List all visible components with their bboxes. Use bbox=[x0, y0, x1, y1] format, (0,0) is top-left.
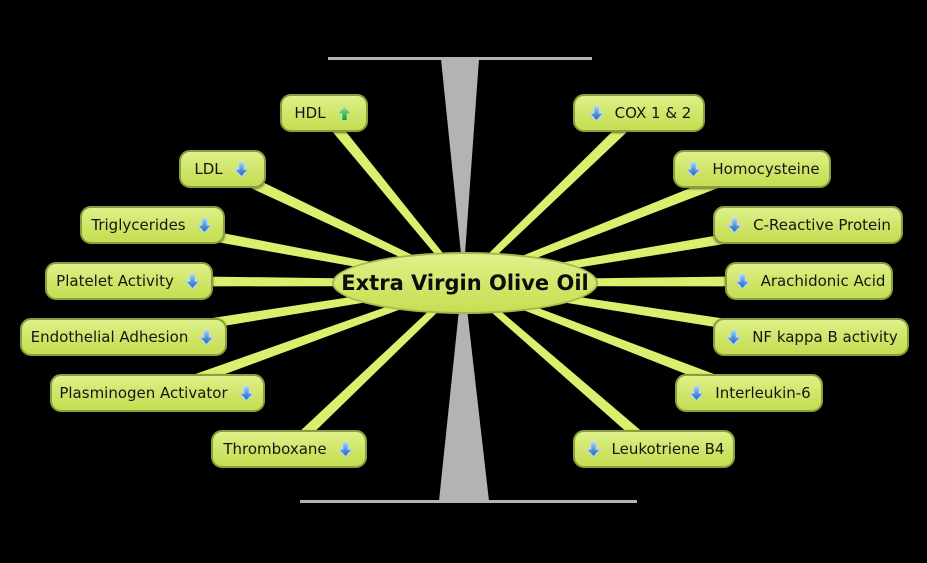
connector-ray bbox=[461, 280, 751, 399]
node-cox-1-2[interactable]: COX 1 & 2 bbox=[573, 94, 705, 132]
node-triglycerides[interactable]: Triglycerides bbox=[80, 206, 225, 244]
node-label: Thromboxane bbox=[223, 439, 327, 458]
node-leukotriene-b4[interactable]: Leukotriene B4 bbox=[573, 430, 735, 468]
node-label: Interleukin-6 bbox=[715, 383, 811, 402]
node-platelet-activity[interactable]: Platelet Activity bbox=[45, 262, 213, 300]
decrease-arrow-icon bbox=[725, 329, 742, 345]
node-homocysteine[interactable]: Homocysteine bbox=[673, 150, 831, 188]
node-plasminogen-activator[interactable]: Plasminogen Activator bbox=[50, 374, 265, 412]
connector-ray bbox=[319, 109, 466, 285]
decrease-arrow-icon bbox=[688, 385, 705, 401]
node-label: C-Reactive Protein bbox=[753, 215, 891, 234]
decrease-arrow-icon bbox=[584, 441, 602, 457]
node-label: Plasminogen Activator bbox=[59, 383, 228, 402]
node-interleukin-6[interactable]: Interleukin-6 bbox=[675, 374, 823, 412]
node-label: NF kappa B activity bbox=[752, 327, 898, 346]
node-label: Triglycerides bbox=[91, 215, 186, 234]
connector-ray bbox=[461, 280, 658, 454]
node-label: Leukotriene B4 bbox=[611, 439, 725, 458]
connector-ray bbox=[285, 280, 466, 453]
node-arachidonic-acid[interactable]: Arachidonic Acid bbox=[725, 262, 893, 300]
decrease-arrow-icon bbox=[734, 273, 751, 289]
decrease-arrow-icon bbox=[726, 217, 743, 233]
decrease-arrow-icon bbox=[685, 161, 702, 177]
connector-ray bbox=[461, 163, 754, 286]
node-thromboxane[interactable]: Thromboxane bbox=[211, 430, 367, 468]
node-c-reactive-protein[interactable]: C-Reactive Protein bbox=[713, 206, 903, 244]
decrease-arrow-icon bbox=[238, 385, 255, 401]
decrease-arrow-icon bbox=[198, 329, 215, 345]
node-label: Homocysteine bbox=[712, 159, 820, 178]
node-hdl[interactable]: HDL bbox=[280, 94, 368, 132]
decrease-arrow-icon bbox=[196, 217, 213, 233]
node-endothelial-adhesion[interactable]: Endothelial Adhesion bbox=[20, 318, 227, 356]
increase-arrow-icon bbox=[336, 105, 353, 121]
node-label: HDL bbox=[294, 103, 326, 122]
node-ldl[interactable]: LDL bbox=[179, 150, 266, 188]
decrease-arrow-icon bbox=[184, 273, 201, 289]
decrease-arrow-icon bbox=[337, 441, 354, 457]
hourglass-shape bbox=[300, 57, 637, 503]
node-label: Arachidonic Acid bbox=[760, 271, 886, 290]
node-label: Platelet Activity bbox=[56, 271, 174, 290]
connector-ray bbox=[460, 109, 643, 286]
center-node[interactable]: Extra Virgin Olive Oil bbox=[332, 252, 598, 314]
connector-ray bbox=[156, 280, 464, 399]
node-label: LDL bbox=[194, 159, 223, 178]
node-label: Endothelial Adhesion bbox=[30, 327, 189, 346]
decrease-arrow-icon bbox=[588, 105, 605, 121]
center-node-label: Extra Virgin Olive Oil bbox=[341, 271, 589, 295]
node-nf-kappa-b-activity[interactable]: NF kappa B activity bbox=[713, 318, 909, 356]
decrease-arrow-icon bbox=[233, 161, 250, 177]
node-label: COX 1 & 2 bbox=[614, 103, 692, 122]
